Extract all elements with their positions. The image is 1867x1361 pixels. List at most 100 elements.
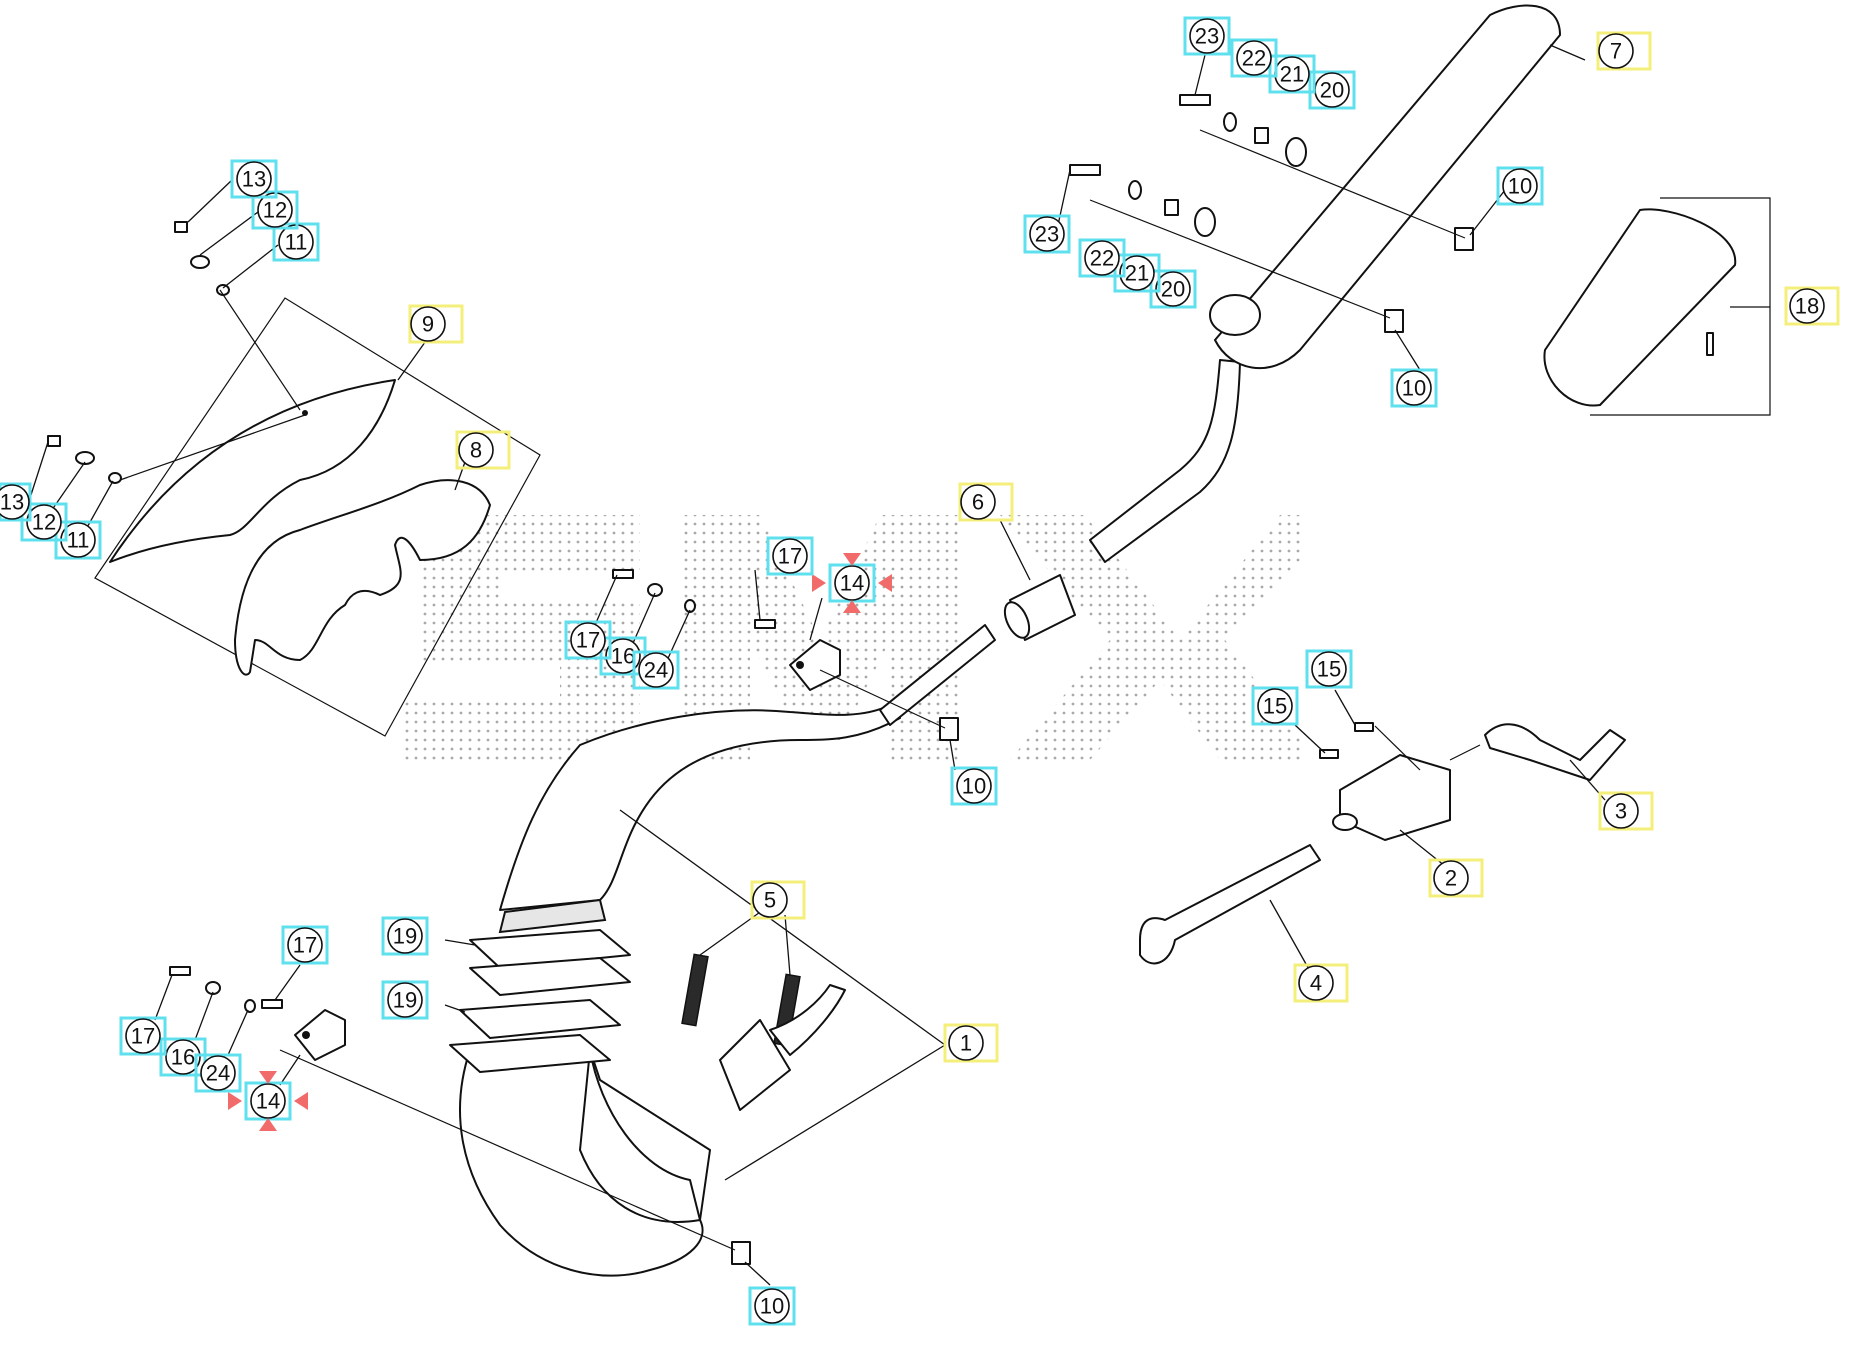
- callout-15-upper[interactable]: 15: [1305, 649, 1353, 689]
- svg-text:10: 10: [1508, 174, 1532, 199]
- callout-21-mid[interactable]: 21: [1113, 253, 1161, 293]
- callout-22-top[interactable]: 22: [1230, 38, 1278, 78]
- svg-text:14: 14: [256, 1089, 280, 1114]
- exhaust-valve-part-2[interactable]: [1332, 754, 1451, 841]
- svg-text:19: 19: [393, 924, 417, 949]
- svg-text:17: 17: [778, 544, 802, 569]
- hose-part-4[interactable]: [1139, 844, 1321, 965]
- callout-23-top[interactable]: 23: [1183, 16, 1231, 56]
- leader-lines: [29, 44, 1770, 1286]
- callout-12-left[interactable]: 12: [20, 502, 68, 542]
- clip-nut-part-10-bottom[interactable]: [731, 1241, 751, 1265]
- callout-2[interactable]: 2: [1428, 858, 1484, 898]
- callout-16-upper[interactable]: 16: [599, 636, 647, 676]
- spring-bracket: [719, 984, 846, 1111]
- callout-8[interactable]: 8: [455, 430, 511, 470]
- callout-23-mid[interactable]: 23: [1023, 214, 1071, 254]
- clip-nut-part-10-center[interactable]: [939, 717, 959, 741]
- gasket-part-19-upper[interactable]: [469, 929, 631, 996]
- svg-text:20: 20: [1320, 78, 1344, 103]
- flange-part-14-upper[interactable]: [789, 639, 841, 691]
- callout-24-lower[interactable]: 24: [194, 1053, 242, 1093]
- callout-17-b[interactable]: 17: [564, 620, 612, 660]
- callout-11-left[interactable]: 11: [54, 520, 102, 560]
- callout-3[interactable]: 3: [1598, 791, 1654, 831]
- svg-text:24: 24: [644, 658, 668, 683]
- svg-text:12: 12: [263, 198, 287, 223]
- callout-10-mid[interactable]: 10: [1390, 368, 1438, 408]
- callout-7[interactable]: 7: [1596, 31, 1652, 71]
- callout-17-d[interactable]: 17: [119, 1016, 167, 1056]
- flange-part-14-lower[interactable]: [294, 1009, 346, 1061]
- callout-18[interactable]: 18: [1784, 286, 1840, 326]
- callout-16-lower[interactable]: 16: [159, 1037, 207, 1077]
- svg-text:10: 10: [760, 1294, 784, 1319]
- callout-20-top[interactable]: 20: [1308, 70, 1356, 110]
- heat-shield-insulator-part-8[interactable]: [234, 479, 491, 676]
- heat-shield-part-9[interactable]: [109, 379, 396, 563]
- svg-text:16: 16: [171, 1045, 195, 1070]
- svg-text:13: 13: [242, 167, 266, 192]
- svg-text:3: 3: [1615, 799, 1627, 824]
- hose-part-3[interactable]: [1484, 723, 1626, 781]
- callout-15-lower[interactable]: 15: [1251, 686, 1299, 726]
- svg-text:17: 17: [576, 628, 600, 653]
- svg-text:16: 16: [611, 644, 635, 669]
- callout-6[interactable]: 6: [958, 482, 1014, 522]
- svg-text:7: 7: [1610, 39, 1622, 64]
- callout-10-center[interactable]: 10: [950, 766, 998, 806]
- heat-shield-frame: [94, 297, 541, 737]
- svg-text:10: 10: [962, 774, 986, 799]
- svg-text:21: 21: [1125, 261, 1149, 286]
- clip-nut-part-10-mid[interactable]: [1384, 309, 1404, 333]
- svg-text:22: 22: [1242, 46, 1266, 71]
- svg-text:17: 17: [131, 1024, 155, 1049]
- svg-text:11: 11: [285, 230, 308, 255]
- callout-19-upper[interactable]: 19: [381, 916, 429, 956]
- svg-text:9: 9: [422, 312, 434, 337]
- sleeve-part-6[interactable]: [1000, 574, 1076, 641]
- svg-text:2: 2: [1445, 866, 1457, 891]
- svg-text:5: 5: [764, 888, 776, 913]
- callout-17-c[interactable]: 17: [281, 925, 329, 965]
- gasket-part-19-lower[interactable]: [449, 999, 621, 1073]
- exhaust-pipe-part-1[interactable]: [459, 704, 901, 1277]
- callout-21-top[interactable]: 21: [1268, 54, 1316, 94]
- callout-22-mid[interactable]: 22: [1078, 238, 1126, 278]
- svg-text:18: 18: [1795, 294, 1819, 319]
- callout-13-top[interactable]: 13: [230, 159, 278, 199]
- silencer-part-7[interactable]: [1089, 4, 1561, 563]
- fasteners: [47, 94, 1374, 1013]
- svg-text:15: 15: [1317, 657, 1341, 682]
- svg-text:14: 14: [840, 571, 864, 596]
- callout-13-left[interactable]: 13: [0, 482, 32, 522]
- svg-text:19: 19: [393, 988, 417, 1013]
- svg-text:6: 6: [972, 490, 984, 515]
- svg-text:10: 10: [1402, 376, 1426, 401]
- link-pipe: [879, 624, 996, 726]
- svg-text:21: 21: [1280, 62, 1304, 87]
- callout-24-upper[interactable]: 24: [632, 650, 680, 690]
- callout-5[interactable]: 5: [750, 880, 806, 920]
- callout-4[interactable]: 4: [1293, 963, 1349, 1003]
- callout-10-top[interactable]: 10: [1496, 166, 1544, 206]
- svg-text:23: 23: [1195, 24, 1219, 49]
- svg-text:11: 11: [67, 528, 90, 553]
- callout-14-lower[interactable]: 14: [228, 1071, 308, 1131]
- callout-17-a[interactable]: 17: [766, 536, 814, 576]
- callout-9[interactable]: 9: [408, 304, 464, 344]
- callout-14-upper[interactable]: 14: [812, 553, 892, 613]
- callout-19-lower[interactable]: 19: [381, 980, 429, 1020]
- svg-text:22: 22: [1090, 246, 1114, 271]
- svg-text:20: 20: [1161, 277, 1185, 302]
- svg-text:23: 23: [1035, 222, 1059, 247]
- svg-text:17: 17: [293, 933, 317, 958]
- svg-text:12: 12: [32, 510, 56, 535]
- watermark: [400, 515, 1300, 760]
- clip-nut-part-10-top[interactable]: [1454, 227, 1474, 251]
- callout-20-mid[interactable]: 20: [1149, 269, 1197, 309]
- svg-text:24: 24: [206, 1061, 230, 1086]
- callout-1[interactable]: 1: [943, 1023, 999, 1063]
- callout-10-bottom[interactable]: 10: [748, 1286, 796, 1326]
